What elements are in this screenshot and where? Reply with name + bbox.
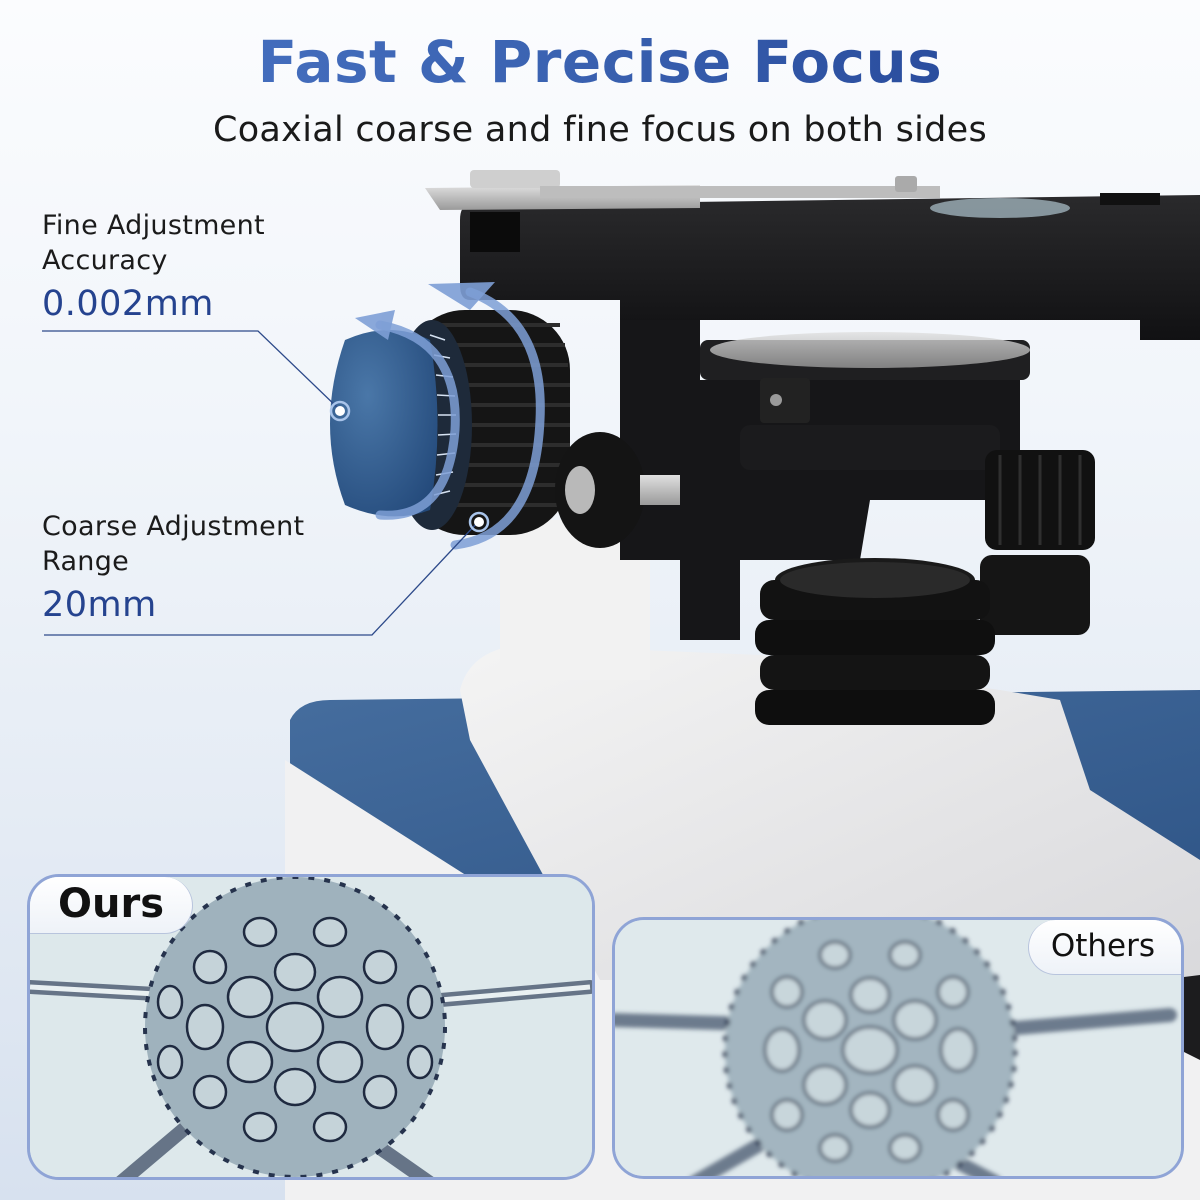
rotation-arrow-icon xyxy=(355,282,495,340)
spec-label-line2: Range xyxy=(42,546,130,577)
page-title: Fast & Precise Focus xyxy=(0,28,1200,96)
spec-coarse-adjustment: Coarse Adjustment Range 20mm xyxy=(42,509,304,625)
spec-value: 20mm xyxy=(42,585,157,625)
comparison-panel-ours: Ours xyxy=(27,874,595,1180)
label-ours: Ours xyxy=(30,877,194,934)
label-others: Others xyxy=(1027,920,1181,975)
spec-label-line2: Accuracy xyxy=(42,245,168,276)
rotation-arrow-icon xyxy=(375,287,545,550)
fine-focus-knob xyxy=(330,320,472,530)
spec-value: 0.002mm xyxy=(42,284,214,324)
page-subtitle: Coaxial coarse and fine focus on both si… xyxy=(212,110,988,150)
spec-fine-adjustment: Fine Adjustment Accuracy 0.002mm xyxy=(42,208,265,324)
spec-label-line1: Coarse Adjustment xyxy=(42,511,305,542)
spec-label-line1: Fine Adjustment xyxy=(42,210,265,241)
comparison-panel-others: Others xyxy=(612,917,1184,1179)
light-collector xyxy=(755,558,995,725)
focus-block xyxy=(620,310,1030,640)
microscope-stage xyxy=(425,170,1200,340)
condenser-knob xyxy=(980,450,1095,635)
